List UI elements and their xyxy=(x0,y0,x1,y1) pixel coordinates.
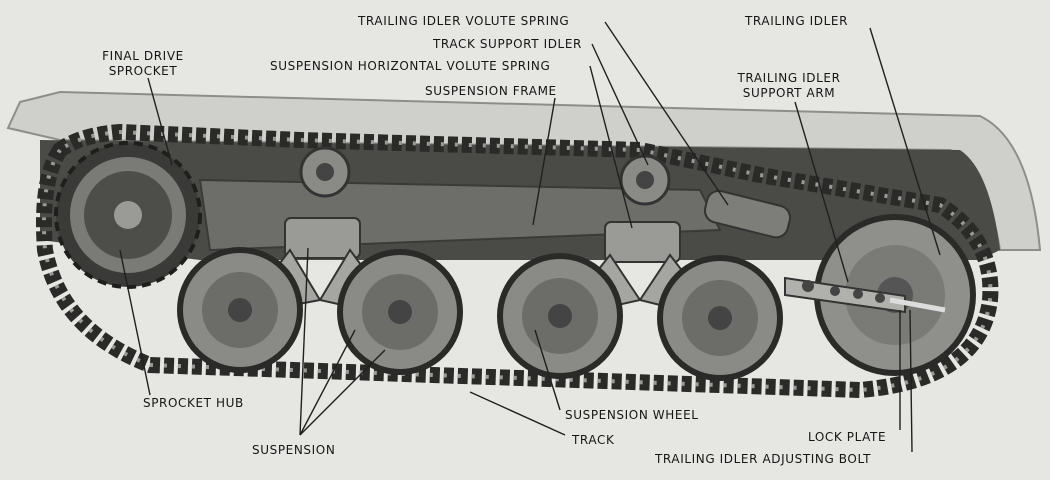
final-drive-sprocket xyxy=(54,141,202,289)
label-track-support-idler: TRACK SUPPORT IDLER xyxy=(433,37,582,51)
label-sprocket-hub: SPROCKET HUB xyxy=(143,396,244,410)
suspension-wheel-4 xyxy=(657,255,783,381)
trailing-idler-support-arm xyxy=(784,276,906,314)
suspension-wheel-3 xyxy=(497,253,623,379)
label-trailing-idler-volute-spring: TRAILING IDLER VOLUTE SPRING xyxy=(358,14,570,28)
trailing-idler-adjusting-bolt xyxy=(889,297,946,313)
label-suspension: SUSPENSION xyxy=(252,443,336,457)
suspension-wheel-1 xyxy=(177,247,303,373)
label-suspension-frame: SUSPENSION FRAME xyxy=(425,84,557,98)
label-suspension-horizontal-volute-spring: SUSPENSION HORIZONTAL VOLUTE SPRING xyxy=(270,59,551,73)
track-support-idler-rear xyxy=(619,154,671,206)
label-final-drive-sprocket-line2: SPROCKET xyxy=(108,64,178,78)
track-support-idler-front xyxy=(299,146,351,198)
label-final-drive-sprocket-line1: FINAL DRIVE xyxy=(102,49,184,63)
label-suspension-wheel: SUSPENSION WHEEL xyxy=(565,408,699,422)
leader-lines xyxy=(119,21,941,453)
label-lock-plate: LOCK PLATE xyxy=(808,430,887,444)
label-track: TRACK xyxy=(572,433,615,447)
label-trailing-idler-adjusting-bolt: TRAILING IDLER ADJUSTING BOLT xyxy=(655,452,872,466)
label-trailing-idler-support-arm-line2: SUPPORT ARM xyxy=(742,86,836,100)
label-trailing-idler-support-arm-line1: TRAILING IDLER xyxy=(737,71,841,85)
label-trailing-idler: TRAILING IDLER xyxy=(745,14,849,28)
suspension-wheel-2 xyxy=(337,249,463,375)
